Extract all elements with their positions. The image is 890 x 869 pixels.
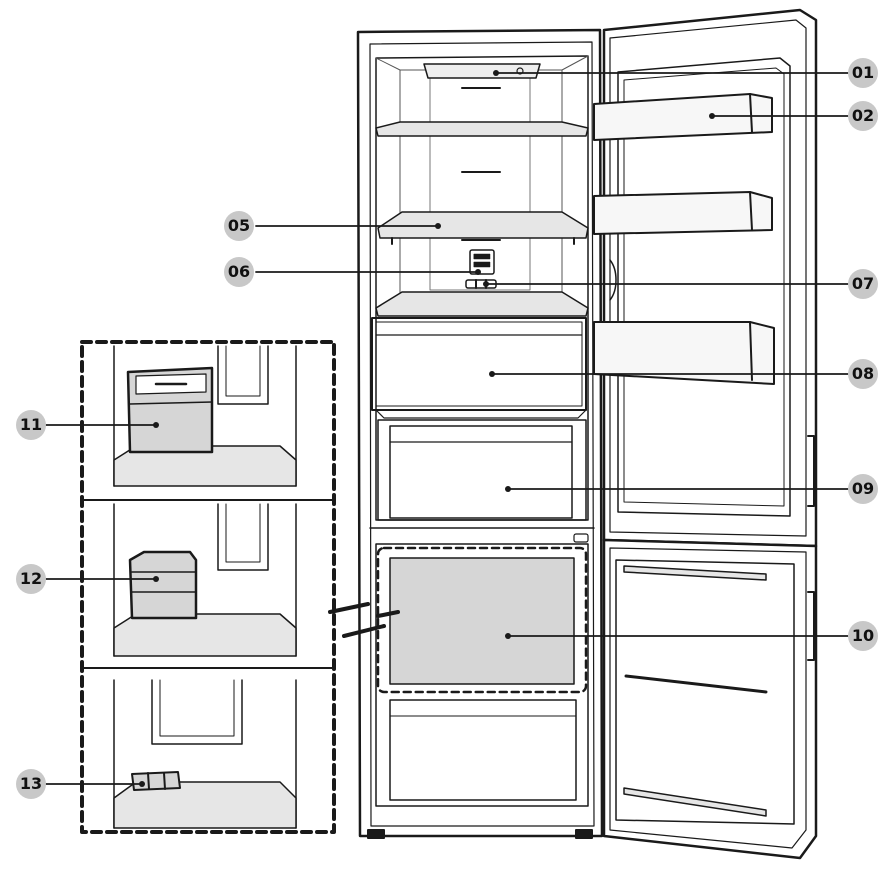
callout-10: 10 [848,621,878,651]
upper-door [602,8,818,548]
drawer-upper [371,317,587,419]
callout-02: 02 [848,101,878,131]
door-bin-middle [593,191,773,235]
door-bin-top [593,93,773,141]
callout-01: 01 [848,58,878,88]
freezer-drawer [376,546,588,694]
light-housing [423,63,541,79]
drawer-lower [377,419,587,521]
callout-11: 11 [16,410,46,440]
callout-13: 13 [16,769,46,799]
glass-shelf-top [375,121,589,137]
inset-panel-11 [113,345,297,487]
glass-shelf-bottom [375,291,589,317]
callout-12: 12 [16,564,46,594]
lower-door [602,538,818,860]
callout-08: 08 [848,359,878,389]
callout-05: 05 [224,211,254,241]
fridge-cabinet [356,28,604,839]
leader-lines [45,72,849,785]
control-panel [469,249,495,275]
door-gasket [609,259,617,301]
divider-button [573,533,589,543]
callout-06: 06 [224,257,254,287]
door-bin-bottom [593,321,775,385]
inset-pointer [328,602,400,638]
leader-dots [139,70,715,787]
inset-panel-12 [113,503,297,657]
callout-07: 07 [848,269,878,299]
glass-shelf-middle [377,211,589,245]
freezer-compartment [375,543,589,807]
accessory-inset [80,340,336,834]
inset-panel-13 [113,679,297,829]
callout-09: 09 [848,474,878,504]
